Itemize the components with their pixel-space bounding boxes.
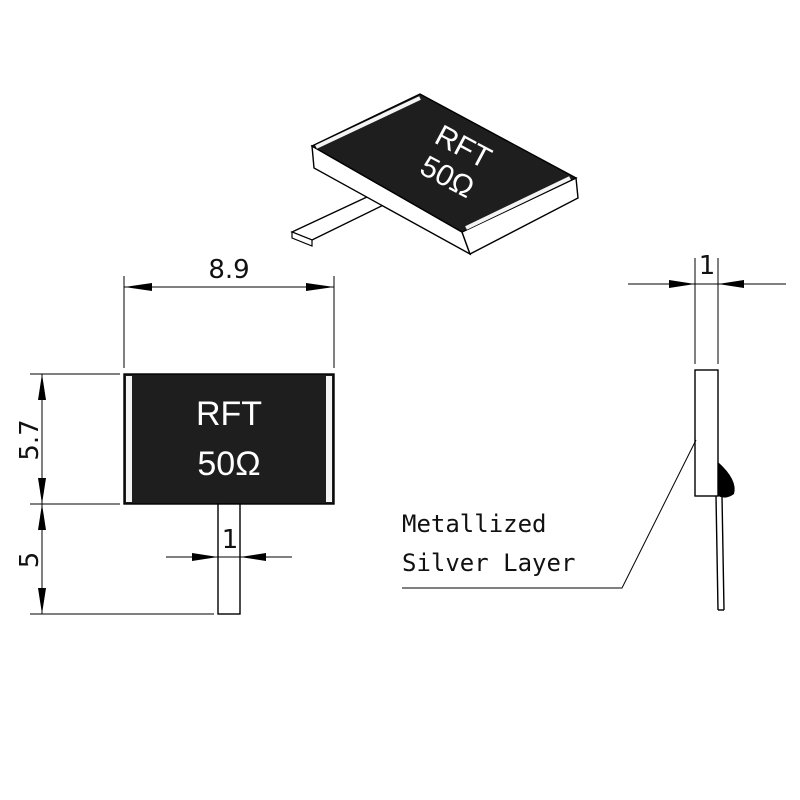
- lead-arrow-top: [38, 504, 46, 530]
- lead-width-arrow-right: [240, 553, 266, 561]
- callout-line1: Metallized: [402, 510, 547, 538]
- side-body: [694, 369, 719, 497]
- resistor-lead: [217, 503, 241, 615]
- iso-body-top: [310, 93, 578, 233]
- front-view: RFT 50Ω 8.9 5.7 5 1: [15, 255, 335, 615]
- side-lead-b: [721, 495, 725, 611]
- width-arrow-left: [124, 283, 152, 291]
- marking-line2: 50Ω: [197, 445, 260, 483]
- lead-width-arrow-left: [192, 553, 218, 561]
- silver-edge-right: [326, 376, 332, 502]
- lead-width-dim-label: 1: [222, 525, 239, 555]
- lead-length-dim-label: 5: [15, 552, 45, 569]
- side-lead-a: [715, 495, 719, 611]
- iso-lead-edge: [291, 231, 313, 247]
- callout-leader: [402, 439, 697, 589]
- height-dim-label: 5.7: [15, 419, 45, 460]
- thick-arrow-right: [718, 280, 744, 288]
- height-arrow-bottom: [38, 478, 46, 504]
- thick-arrow-left: [669, 280, 695, 288]
- silver-edge-left: [126, 376, 132, 502]
- iso-silver-edge-left: [315, 96, 421, 149]
- lead-arrow-bottom: [38, 588, 46, 614]
- iso-silver-edge-right: [465, 176, 571, 230]
- width-dim-label: 8.9: [208, 255, 249, 285]
- isometric-view: RFT 50Ω: [290, 93, 579, 256]
- resistor-body: [123, 373, 335, 505]
- thick-dim-label: 1: [699, 251, 716, 281]
- marking-line1: RFT: [196, 395, 262, 433]
- height-arrow-top: [38, 374, 46, 400]
- side-view: 1 Metallized Silver Layer: [402, 251, 786, 611]
- width-arrow-right: [306, 283, 334, 291]
- side-solder: [718, 462, 735, 498]
- callout-line2: Silver Layer: [402, 549, 575, 577]
